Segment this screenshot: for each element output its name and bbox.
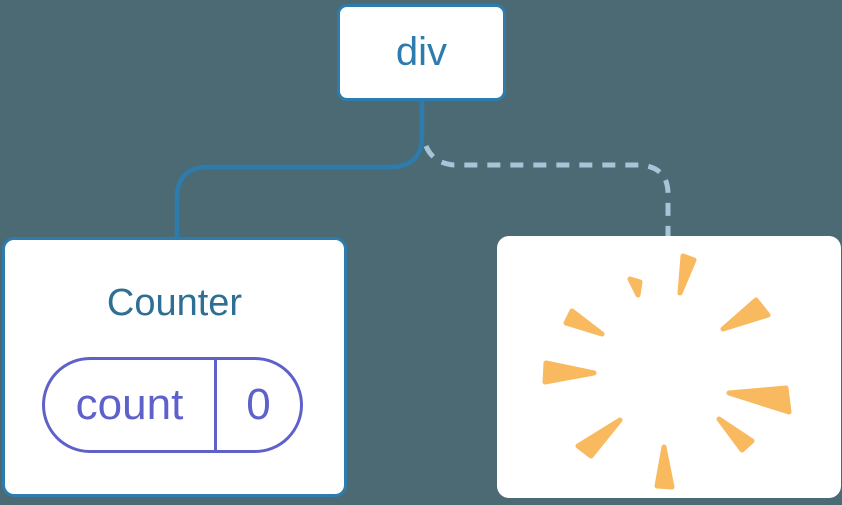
poof-ray bbox=[563, 308, 605, 337]
poof-ray bbox=[726, 385, 792, 415]
node-destroyed bbox=[497, 236, 841, 498]
state-value: 0 bbox=[214, 360, 300, 450]
connector-solid-line bbox=[174, 101, 425, 240]
poof-ray bbox=[654, 444, 675, 490]
state-name: count bbox=[75, 380, 184, 429]
connector-dashed-line bbox=[423, 144, 671, 237]
poof-ray bbox=[575, 417, 623, 459]
state-pill: count 0 bbox=[42, 357, 303, 453]
node-div: div bbox=[337, 4, 506, 101]
poof-ray bbox=[627, 276, 643, 298]
node-div-label: div bbox=[395, 30, 448, 74]
poof-starburst-icon bbox=[542, 253, 792, 490]
poof-ray bbox=[677, 253, 697, 296]
node-counter: Counter count 0 bbox=[2, 237, 347, 497]
poof-ray bbox=[716, 416, 755, 453]
poof-ray bbox=[542, 360, 597, 385]
counter-title: Counter bbox=[106, 282, 243, 324]
poof-ray bbox=[720, 297, 771, 332]
